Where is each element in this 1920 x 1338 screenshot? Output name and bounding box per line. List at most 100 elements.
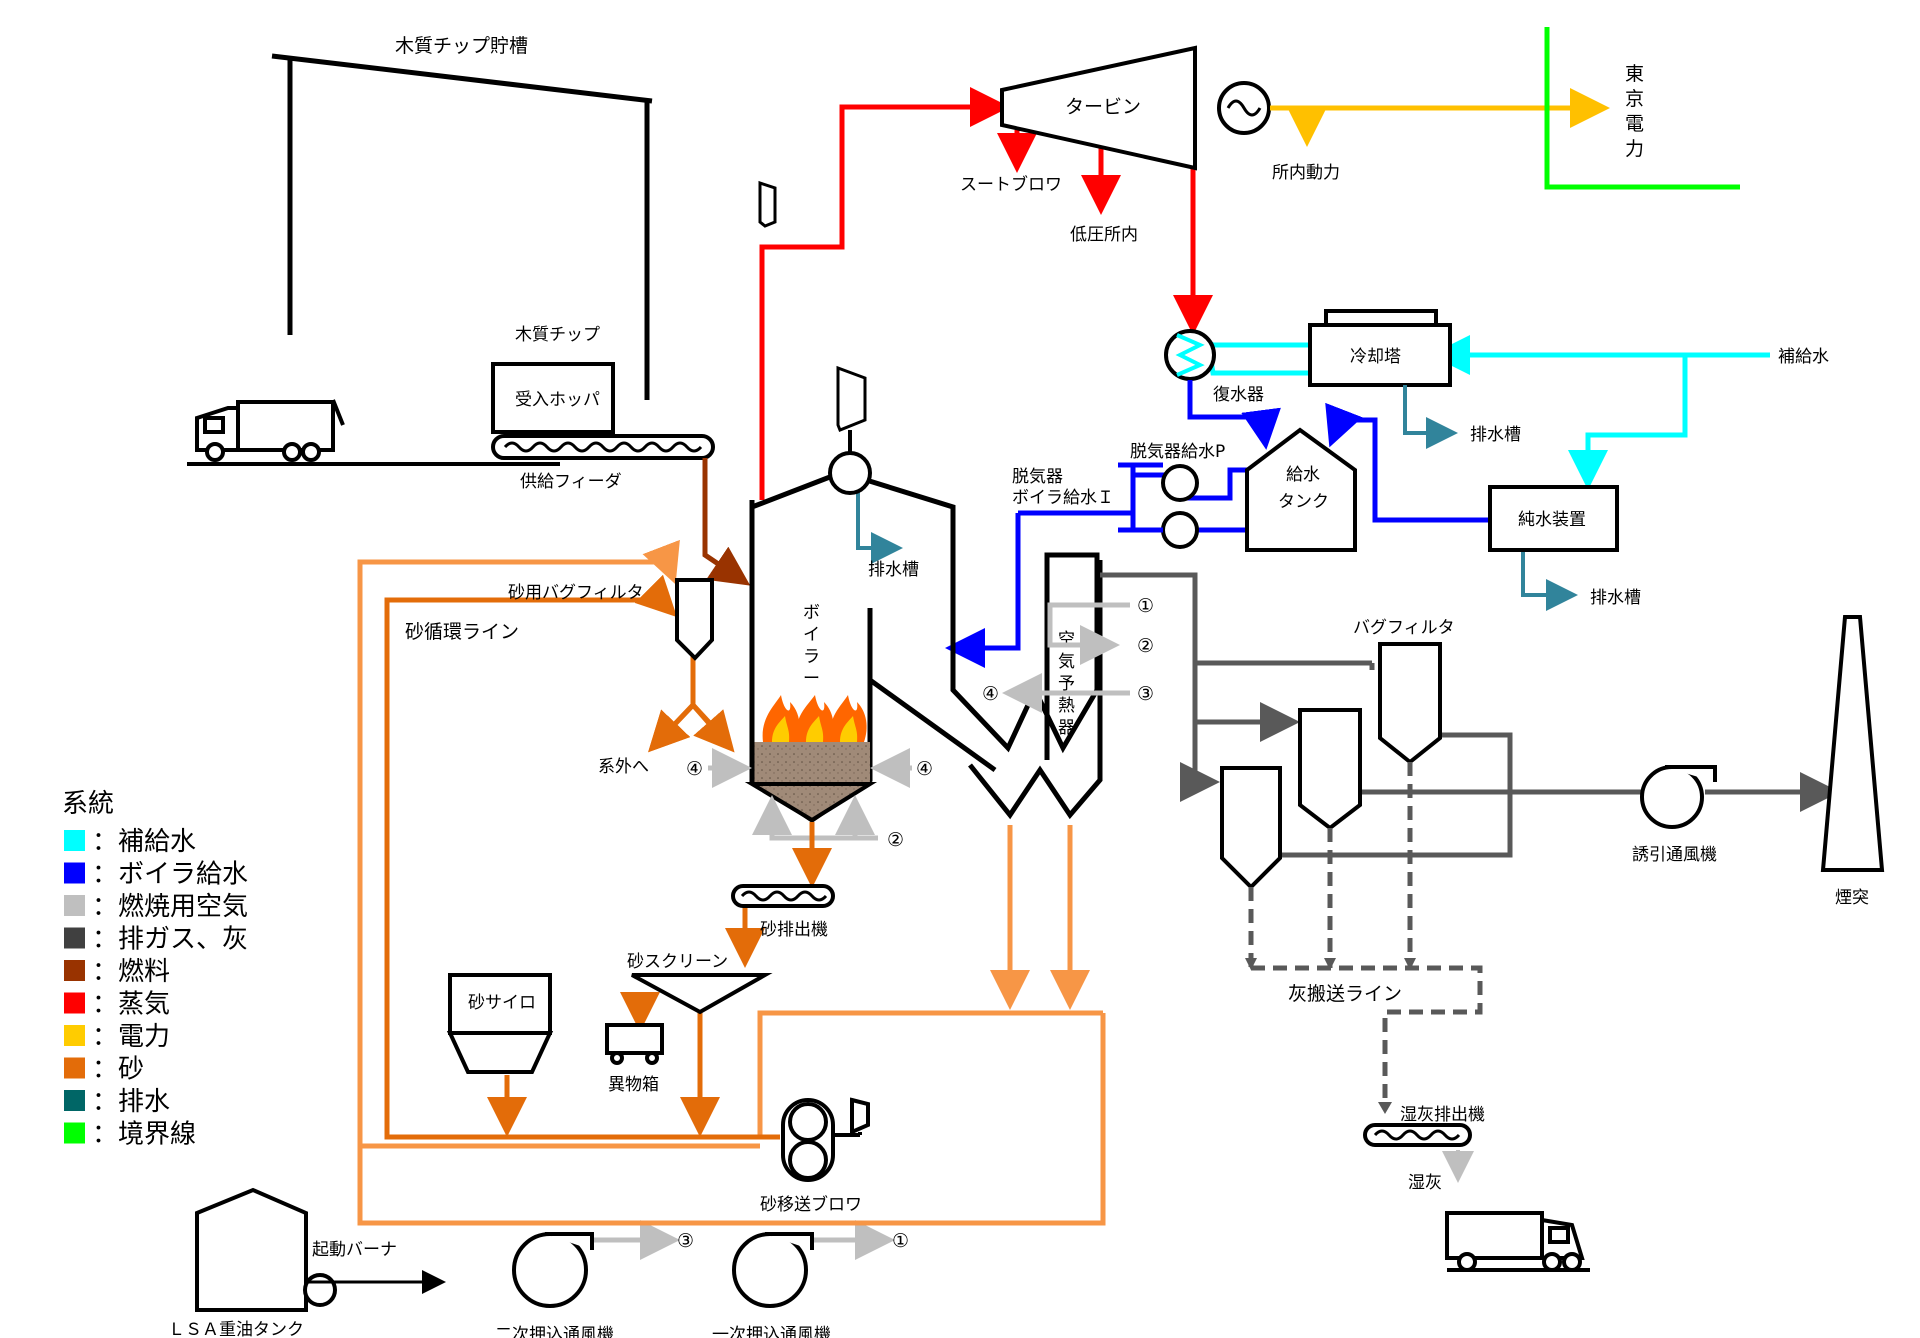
ash-line-label: 灰搬送ライン xyxy=(1288,983,1402,1005)
flame-icon xyxy=(762,695,867,742)
legend: 系統 ：補給水：ボイラ給水：燃焼用空気：排ガス、灰：燃料：蒸気：電力：砂：排水：… xyxy=(62,789,248,1150)
sand-silo-label: 砂サイロ xyxy=(468,993,536,1013)
wood-chip-label: 木質チップ xyxy=(515,325,600,345)
air-preheater-label-3: 予 xyxy=(1058,674,1075,694)
steam-drum-sensor xyxy=(758,180,777,228)
sand-lines xyxy=(384,574,832,1140)
feedwater-tank-label-2: タンク xyxy=(1278,492,1329,512)
air-4-marker-a: ④ xyxy=(982,683,999,705)
air-preheater-label-4: 熱 xyxy=(1058,696,1075,716)
lsa-oil-tank xyxy=(195,1187,337,1312)
condenser xyxy=(1164,329,1216,381)
pure-water-label: 純水装置 xyxy=(1518,510,1586,530)
sand-bag-filter-label: 砂用バグフィルタ xyxy=(508,583,644,603)
soot-blower-label: スートブロワ xyxy=(960,174,1062,195)
legend-label: ：境界線 xyxy=(92,1120,196,1150)
chip-storage-shed xyxy=(271,53,653,400)
legend-label: ：燃料 xyxy=(92,957,170,987)
sand-discharger xyxy=(731,884,835,908)
tokyo-power-1: 東 xyxy=(1625,63,1644,85)
deaerator-pump-lower xyxy=(1161,511,1199,549)
secondary-fan-icon xyxy=(512,1232,594,1308)
sand-bag-filter xyxy=(675,578,714,661)
combustion-air-lines xyxy=(590,602,1130,1260)
boundary-line xyxy=(1544,27,1740,190)
air-3-marker: ③ xyxy=(1137,683,1154,705)
legend-swatch xyxy=(64,927,85,949)
bag-filter-3 xyxy=(1378,642,1442,765)
drain-tank-condenser-label: 排水槽 xyxy=(1470,425,1521,445)
startup-burner-label: 起動バーナ xyxy=(312,1240,397,1260)
air-1-marker-b: ① xyxy=(892,1230,909,1252)
air-preheater-label-2: 気 xyxy=(1058,652,1075,672)
legend-label: ：排水 xyxy=(92,1087,170,1117)
foreign-box-label: 異物箱 xyxy=(608,1075,659,1095)
chimney xyxy=(1820,615,1885,872)
legend-title: 系統 xyxy=(62,789,114,819)
low-pressure-label: 低圧所内 xyxy=(1070,225,1138,245)
turbine xyxy=(1000,45,1197,171)
sand-blower-label: 砂移送ブロワ xyxy=(760,1194,862,1215)
boiler-label-4: ー xyxy=(803,669,820,689)
drain-tank-pure-label: 排水槽 xyxy=(1590,588,1641,608)
legend-label: ：排ガス、灰 xyxy=(92,925,248,955)
primary-fan-icon xyxy=(732,1232,814,1308)
air-2-marker-b: ② xyxy=(887,829,904,851)
ash-transport-line xyxy=(1248,762,1483,1110)
wet-ash-label: 湿灰 xyxy=(1408,1173,1442,1193)
induced-fan-icon xyxy=(1640,765,1717,829)
legend-label: ：燃焼用空気 xyxy=(92,892,248,922)
supply-feeder-label: 供給フィーダ xyxy=(520,472,622,492)
legend-swatch xyxy=(64,1025,85,1046)
sand-screen-label: 砂スクリーン xyxy=(627,952,728,972)
deaerator-pump-upper xyxy=(1161,464,1199,502)
legend-swatch xyxy=(64,1057,85,1079)
drum-vent-icon xyxy=(836,365,867,432)
boiler-label-1: ボ xyxy=(803,603,820,623)
air-4-marker-b: ④ xyxy=(686,758,703,780)
flue-gas-lines xyxy=(1100,572,1840,858)
sand-bed xyxy=(752,742,870,784)
secondary-fan-label: 二次押込通風機 xyxy=(495,1325,614,1338)
receiving-hopper xyxy=(491,362,615,434)
legend-swatch xyxy=(64,830,85,851)
legend-swatch xyxy=(64,862,85,884)
induced-fan-label: 誘引通風機 xyxy=(1632,845,1717,865)
chimney-label: 煙突 xyxy=(1835,888,1869,908)
receiving-hopper-label: 受入ホッパ xyxy=(515,390,600,410)
primary-fan-label: 一次押込通風機 xyxy=(712,1325,831,1338)
legend-label: ：蒸気 xyxy=(92,990,170,1020)
ash-truck-icon xyxy=(1445,1211,1590,1272)
legend-swatch xyxy=(64,1122,85,1144)
sand-silo xyxy=(446,973,554,1074)
fuel-line xyxy=(702,458,751,586)
air-1-marker: ① xyxy=(1137,595,1154,617)
legend-label: ：ボイラ給水 xyxy=(92,860,248,890)
deaerator-label-2: ボイラ給水Ｉ xyxy=(1012,488,1114,508)
legend-label: ：補給水 xyxy=(92,827,196,857)
generator-icon xyxy=(1217,81,1271,135)
air-3-marker-b: ③ xyxy=(677,1230,694,1252)
bag-filter-1 xyxy=(1220,766,1282,890)
drain-tank-boiler-label: 排水槽 xyxy=(868,560,919,580)
bag-filter-2 xyxy=(1298,708,1362,831)
legend-swatch xyxy=(64,895,85,916)
power-lines xyxy=(1270,88,1610,147)
air-4-marker-c: ④ xyxy=(916,758,933,780)
legend-label: ：砂 xyxy=(92,1055,144,1085)
air-2-marker: ② xyxy=(1137,635,1154,657)
tokyo-power-3: 電 xyxy=(1625,113,1644,135)
wet-ash-discharger xyxy=(1363,1123,1472,1147)
cooling-tower xyxy=(1308,309,1452,387)
condenser-label: 復水器 xyxy=(1213,385,1264,405)
cooling-tower-label: 冷却塔 xyxy=(1350,347,1401,367)
feedwater-tank xyxy=(1245,427,1357,552)
bag-filter-label: バグフィルタ xyxy=(1353,618,1455,638)
outside-label: 系外へ xyxy=(598,757,649,777)
sand-screen xyxy=(631,973,773,1015)
drain-lines xyxy=(856,385,1578,611)
deaerator-label-1: 脱気器 xyxy=(1012,467,1063,487)
supply-feeder xyxy=(491,434,715,460)
legend-label: ：電力 xyxy=(92,1022,170,1052)
